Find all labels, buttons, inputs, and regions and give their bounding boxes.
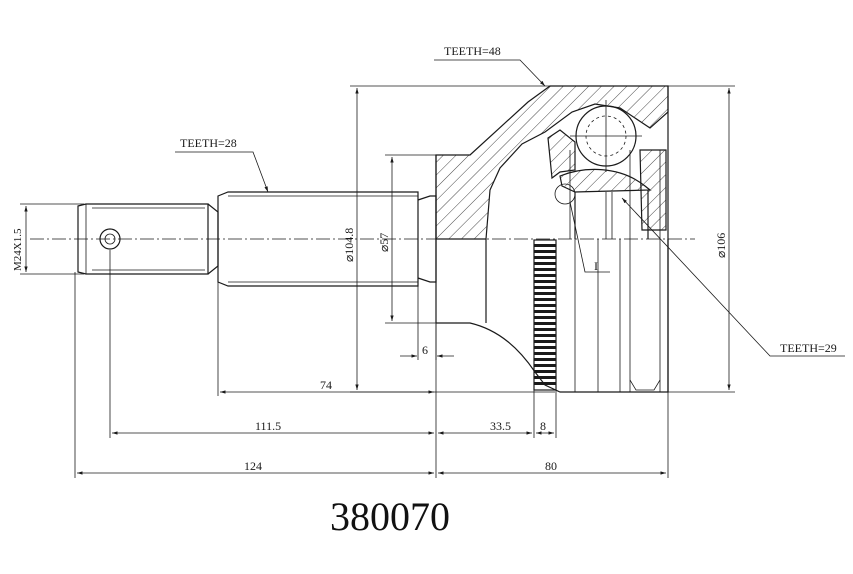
bell-housing [435,85,669,393]
tone-ring-tooth [534,352,556,355]
label-74: 74 [320,378,332,392]
tone-ring-tooth [534,376,556,379]
label-6: 6 [422,343,428,357]
tone-ring-tooth [534,328,556,331]
tone-ring-tooth [534,370,556,373]
tone-ring-tooth [534,340,556,343]
label-80: 80 [545,459,557,473]
dim-33-5-and-8 [438,390,557,438]
dim-124 [74,272,434,478]
detail-label: I [594,259,598,273]
leader-teeth-29 [621,197,845,357]
tone-ring-tooth [534,322,556,325]
tone-ring-tooth [534,304,556,307]
leader-teeth-48 [434,59,546,87]
tone-ring-tooth [534,382,556,385]
tone-ring-tooth [534,250,556,253]
callout-teeth-28: TEETH=28 [180,136,237,150]
tone-ring-tooth [534,364,556,367]
leader-detail-i [569,201,610,273]
tone-ring-tooth [534,316,556,319]
tone-ring-tooth [534,256,556,259]
label-dia-57: ⌀57 [377,233,391,252]
tone-ring-tooth [534,244,556,247]
label-dia-106: ⌀106 [714,233,728,258]
tone-ring-tooth [534,346,556,349]
dim-74 [217,282,434,396]
label-33-5: 33.5 [490,419,511,433]
tone-ring-tooth [534,334,556,337]
tone-ring-tooth [534,262,556,265]
part-number: 380070 [330,494,450,539]
label-111-5: 111.5 [255,419,281,433]
dim-dia-57 [385,154,436,324]
ball [570,100,642,172]
callout-teeth-48: TEETH=48 [444,44,501,58]
label-thread: M24X1.5 [12,228,24,271]
dim-dia-106 [668,85,735,393]
tone-ring-tooth [534,280,556,283]
tone-ring-tooth [534,292,556,295]
tone-ring-tooth [534,274,556,277]
dim-80 [438,392,669,478]
callout-teeth-29: TEETH=29 [780,341,837,355]
tone-ring-tooth [534,310,556,313]
tone-ring-tooth [534,286,556,289]
label-dia-104-8: ⌀104.8 [342,228,356,262]
dim-111-5 [109,250,437,478]
dim-thread [20,203,84,275]
abs-tone-ring [533,239,557,391]
tone-ring-tooth [534,268,556,271]
tone-ring-tooth [534,358,556,361]
threaded-end [77,203,219,275]
leader-teeth-28 [175,151,269,193]
tone-ring-tooth [534,298,556,301]
label-124: 124 [244,459,262,473]
inner-race [547,129,667,239]
label-8: 8 [540,419,546,433]
detail-circle [554,183,576,205]
